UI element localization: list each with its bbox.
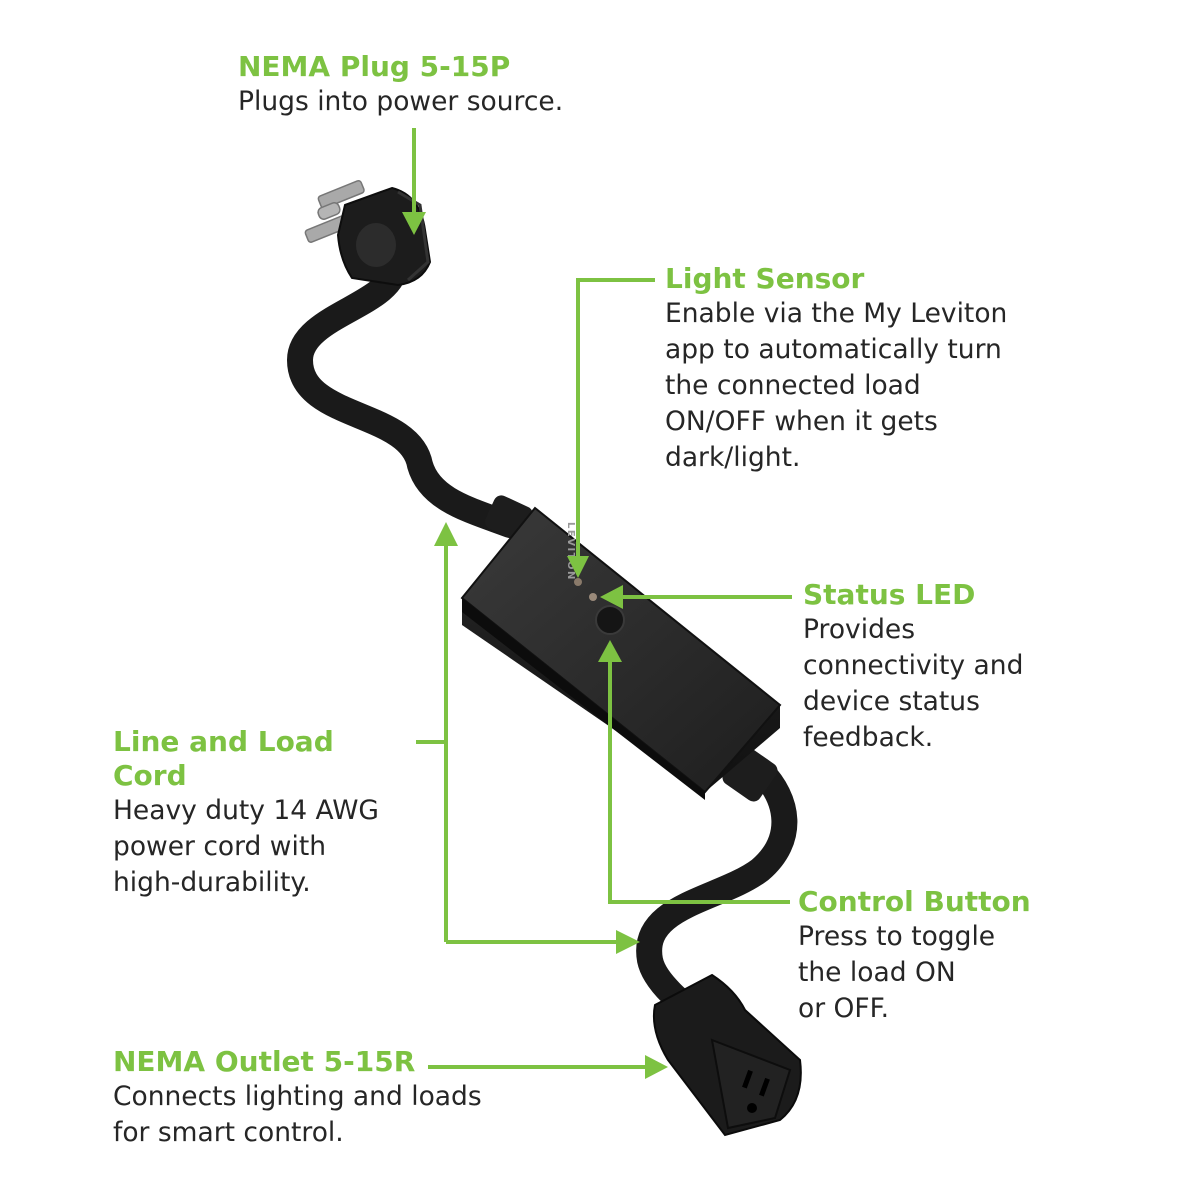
callout-description: Connects lighting and loads for smart co… [113, 1081, 482, 1148]
led-arrowhead [600, 585, 623, 609]
callout-title: Status LED [803, 578, 976, 611]
callout-title: Light Sensor [665, 262, 865, 295]
sensor-leader [576, 278, 655, 560]
callout-control-button: Control Button Press to toggle the load … [798, 885, 1188, 1027]
plug-body [336, 186, 432, 287]
leader-lines [402, 128, 792, 1079]
outlet-arrowhead [645, 1055, 668, 1079]
callout-description: Enable via the My Leviton app to automat… [665, 298, 1008, 473]
status-led-light [589, 593, 597, 601]
callout-line-load-cord: Line and Load Cord Heavy duty 14 AWG pow… [113, 725, 413, 901]
callout-description: Heavy duty 14 AWG power cord with high-d… [113, 795, 379, 898]
callout-nema-outlet: NEMA Outlet 5-15R Connects lighting and … [113, 1045, 533, 1151]
control-box: LEVITON [460, 506, 782, 800]
callout-light-sensor: Light Sensor Enable via the My Leviton a… [665, 262, 1135, 476]
smart-plug-device: LEVITON [286, 179, 802, 1137]
callout-title: NEMA Outlet 5-15R [113, 1045, 416, 1078]
callout-nema-plug: NEMA Plug 5-15P Plugs into power source. [238, 50, 658, 120]
callout-title: Control Button [798, 885, 1031, 918]
button-arrowhead [598, 640, 622, 662]
callout-title: NEMA Plug 5-15P [238, 50, 511, 83]
plug-arrowhead [402, 212, 426, 235]
callout-status-led: Status LED Provides connectivity and dev… [803, 578, 1193, 756]
sensor-arrowhead [567, 556, 589, 578]
callout-description: Provides connectivity and device status … [803, 614, 1024, 753]
button-leader [608, 656, 790, 904]
control-button-cap[interactable] [595, 605, 625, 635]
light-sensor-window [574, 578, 582, 586]
callout-description: Press to toggle the load ON or OFF. [798, 921, 996, 1024]
outlet-end [652, 973, 802, 1137]
upper-cord [286, 252, 523, 538]
plug-prongs [304, 179, 365, 243]
cord-arrowhead-top [434, 522, 458, 546]
cord-arrowhead-bottom [616, 930, 640, 954]
callout-description: Plugs into power source. [238, 86, 564, 117]
brand-label: LEVITON [565, 522, 576, 581]
callout-title: Line and Load Cord [113, 725, 334, 792]
